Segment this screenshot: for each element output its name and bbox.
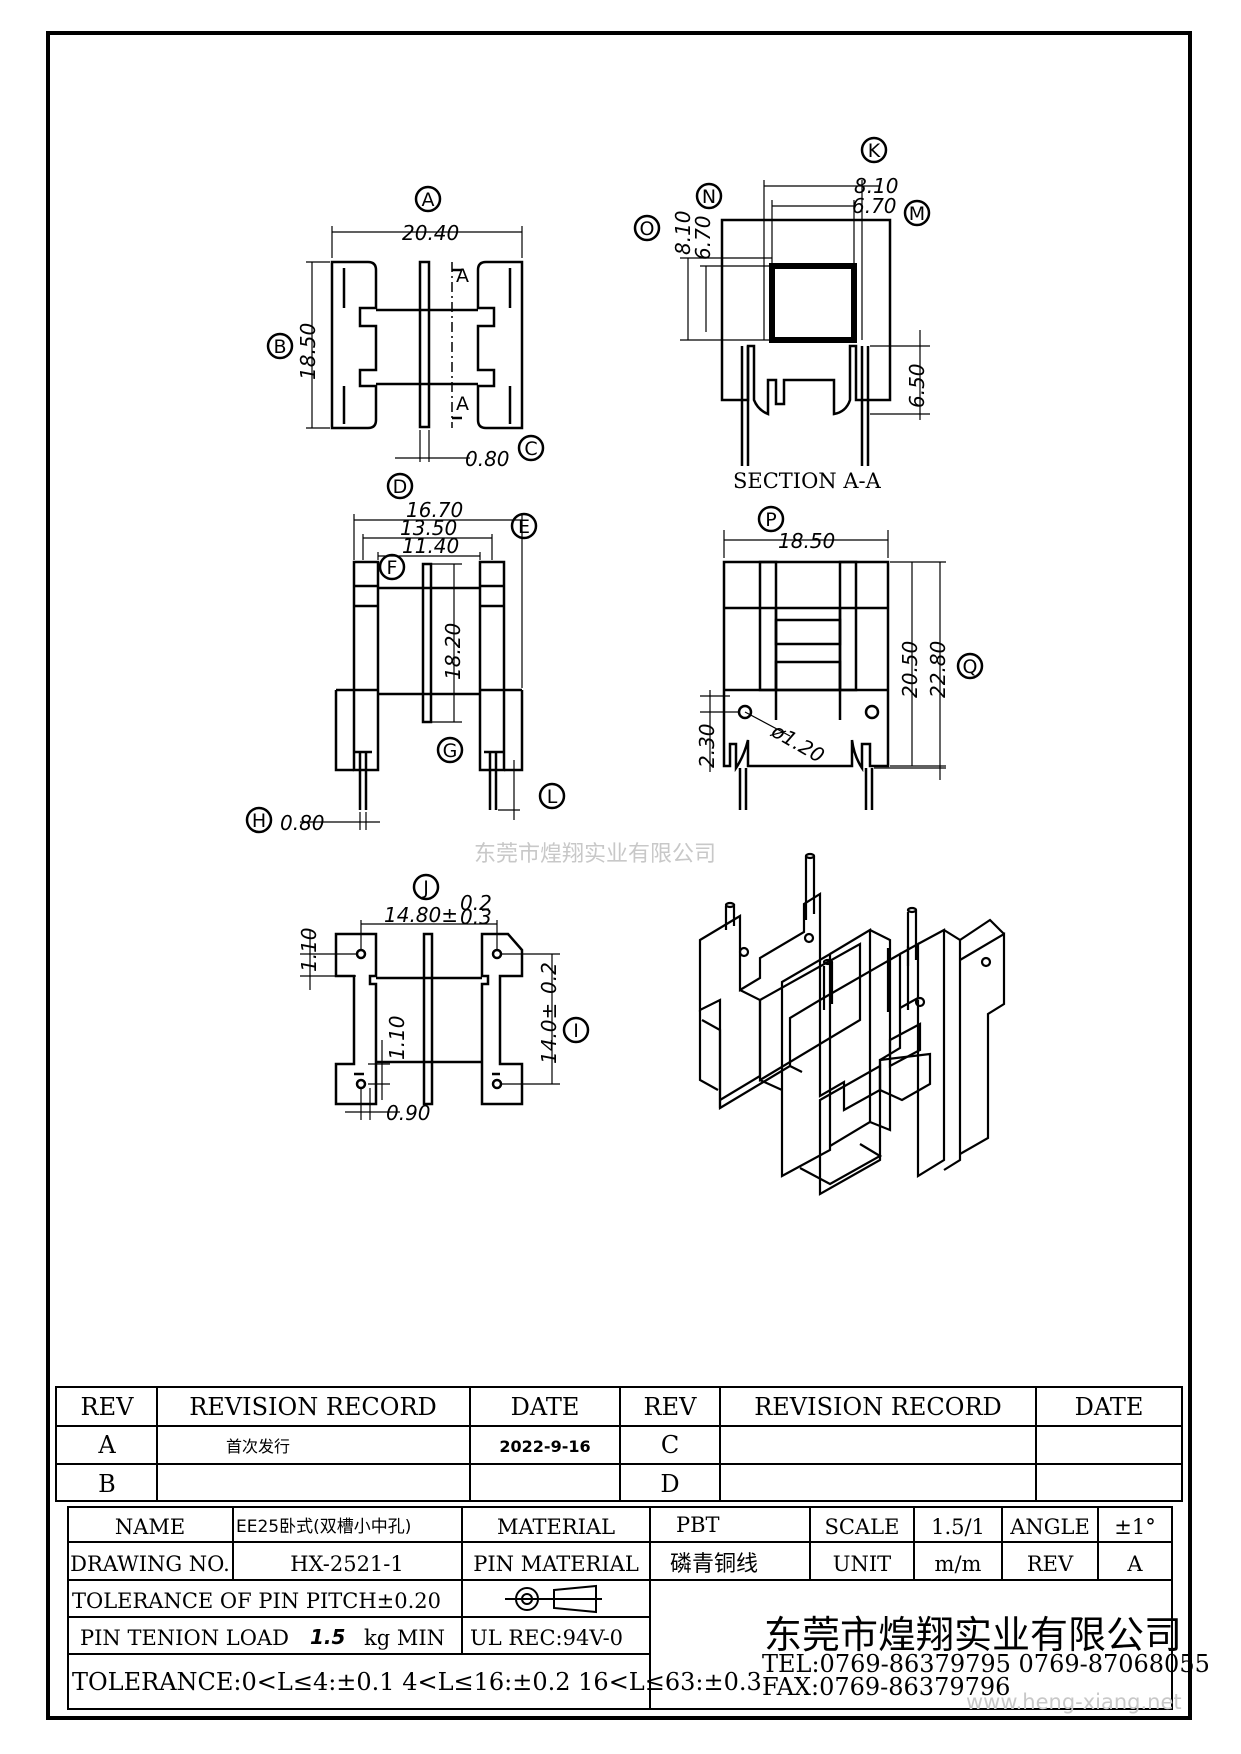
label-H: H	[252, 810, 266, 832]
label-I: I	[573, 1020, 579, 1042]
pin-tension-load-unit: kg MIN	[364, 1626, 445, 1650]
dim-8-10-h: 8.10	[854, 174, 899, 198]
label-M: M	[909, 203, 925, 225]
watermark-company: 东莞市煌翔实业有限公司	[474, 842, 717, 867]
rev-row-a-rev2: C	[661, 1431, 679, 1459]
dim-6-50: 6.50	[905, 363, 929, 408]
rev-header-1: REV	[81, 1393, 135, 1421]
dim-6-70-v: 6.70	[691, 215, 715, 260]
dim-13-50: 13.50	[400, 516, 457, 540]
label-E: E	[518, 516, 530, 538]
company-fax: FAX:0769-86379796	[762, 1673, 1010, 1701]
dim-14-80-upper-tol: 0.2	[460, 891, 492, 915]
company-name: 东莞市煌翔实业有限公司	[764, 1613, 1182, 1657]
name-label: NAME	[115, 1515, 185, 1539]
dim-20-50: 20.50	[898, 641, 922, 698]
general-tolerance: TOLERANCE:0<L≤4:±0.1 4<L≤16:±0.2 16<L≤63…	[72, 1668, 762, 1696]
rev-row-a-date: 2022-9-16	[499, 1437, 590, 1456]
ul-rec: UL REC:94V-0	[470, 1626, 623, 1650]
dim-18-50: 18.50	[296, 323, 320, 380]
material-value: PBT	[676, 1513, 720, 1537]
rev-label: REV	[1027, 1552, 1074, 1576]
date-header-2: DATE	[1075, 1393, 1144, 1421]
section-caption: SECTION A-A	[733, 469, 882, 493]
dim-1-10-top: 1.10	[297, 927, 321, 972]
label-F: F	[387, 557, 398, 579]
sheet-border	[46, 31, 1192, 1720]
dim-16-70: 16.70	[406, 498, 463, 522]
dim-2-30: 2.30	[695, 723, 719, 768]
tolerance-pin-pitch: TOLERANCE OF PIN PITCH±0.20	[72, 1589, 441, 1613]
isometric-view	[698, 852, 1006, 1196]
name-value: EE25卧式(双槽小中孔)	[236, 1517, 411, 1537]
revision-table	[55, 1386, 1183, 1502]
rev-row-a-record: 首次发行	[226, 1437, 290, 1456]
dim-18-20: 18.20	[441, 623, 465, 680]
label-A: A	[422, 189, 435, 211]
unit-value: m/m	[935, 1552, 982, 1576]
front-view	[245, 472, 566, 834]
pin-tension-load-label: PIN TENION LOAD	[80, 1626, 289, 1650]
watermark-url: www.heng-xiang.net	[966, 1690, 1182, 1714]
pin-material-label: PIN MATERIAL	[473, 1552, 639, 1576]
rev-header-2: REV	[644, 1393, 698, 1421]
bottom-view	[300, 873, 590, 1120]
section-mark-bottom: A	[456, 393, 469, 415]
unit-label: UNIT	[833, 1552, 891, 1576]
dim-0-80-front: 0.80	[280, 811, 325, 835]
dim-0-90: 0.90	[386, 1101, 431, 1125]
label-N: N	[702, 186, 716, 208]
label-C: C	[524, 438, 537, 460]
section-mark-top: A	[456, 265, 469, 287]
angle-value: ±1°	[1114, 1515, 1155, 1539]
scale-value: 1.5/1	[931, 1515, 985, 1539]
label-J: J	[422, 877, 429, 899]
title-block	[67, 1506, 1173, 1710]
revision-record-header-1: REVISION RECORD	[189, 1393, 437, 1421]
dim-14-0: 14.0±	[537, 1003, 561, 1064]
scale-label: SCALE	[825, 1515, 900, 1539]
pin-material-value: 磷青铜线	[670, 1552, 758, 1577]
label-B: B	[273, 336, 286, 358]
dim-22-80: 22.80	[926, 641, 950, 698]
rev-row-a-rev: A	[97, 1431, 116, 1459]
label-K: K	[868, 140, 881, 162]
material-label: MATERIAL	[497, 1515, 615, 1539]
date-header-1: DATE	[511, 1393, 580, 1421]
section-view	[633, 136, 931, 466]
dim-dia-1-20: ø1.20	[767, 718, 829, 768]
label-G: G	[443, 740, 458, 762]
rev-row-b-rev: B	[98, 1470, 116, 1498]
dim-1-10-mid: 1.10	[385, 1015, 409, 1060]
dim-14-80: 14.80±	[384, 903, 458, 927]
label-D: D	[393, 476, 408, 498]
revision-record-header-2: REVISION RECORD	[754, 1393, 1002, 1421]
drawing-no-value: HX-2521-1	[290, 1552, 404, 1576]
company-tel: TEL:0769-86379795 0769-87068055	[762, 1650, 1210, 1678]
label-P: P	[765, 509, 776, 531]
angle-label: ANGLE	[1009, 1515, 1090, 1539]
rev-value: A	[1126, 1552, 1143, 1576]
dim-11-40: 11.40	[402, 534, 459, 558]
rev-row-b-rev2: D	[660, 1470, 679, 1498]
dim-0-80-top: 0.80	[465, 447, 510, 471]
pin-tension-load-value: 1.5	[310, 1625, 345, 1649]
dim-20-40: 20.40	[402, 221, 459, 245]
side-view	[700, 505, 984, 810]
dim-18-50-side: 18.50	[778, 529, 835, 553]
dim-14-80-lower-tol: 0.3	[460, 905, 492, 929]
label-O: O	[640, 218, 655, 240]
label-L: L	[547, 786, 558, 808]
dim-8-10-v: 8.10	[671, 210, 695, 255]
top-view	[266, 185, 545, 462]
label-Q: Q	[963, 656, 978, 678]
dim-6-70-h: 6.70	[852, 194, 897, 218]
drawing-no-label: DRAWING NO.	[70, 1552, 230, 1576]
dim-14-0-tol: 0.2	[537, 962, 561, 994]
